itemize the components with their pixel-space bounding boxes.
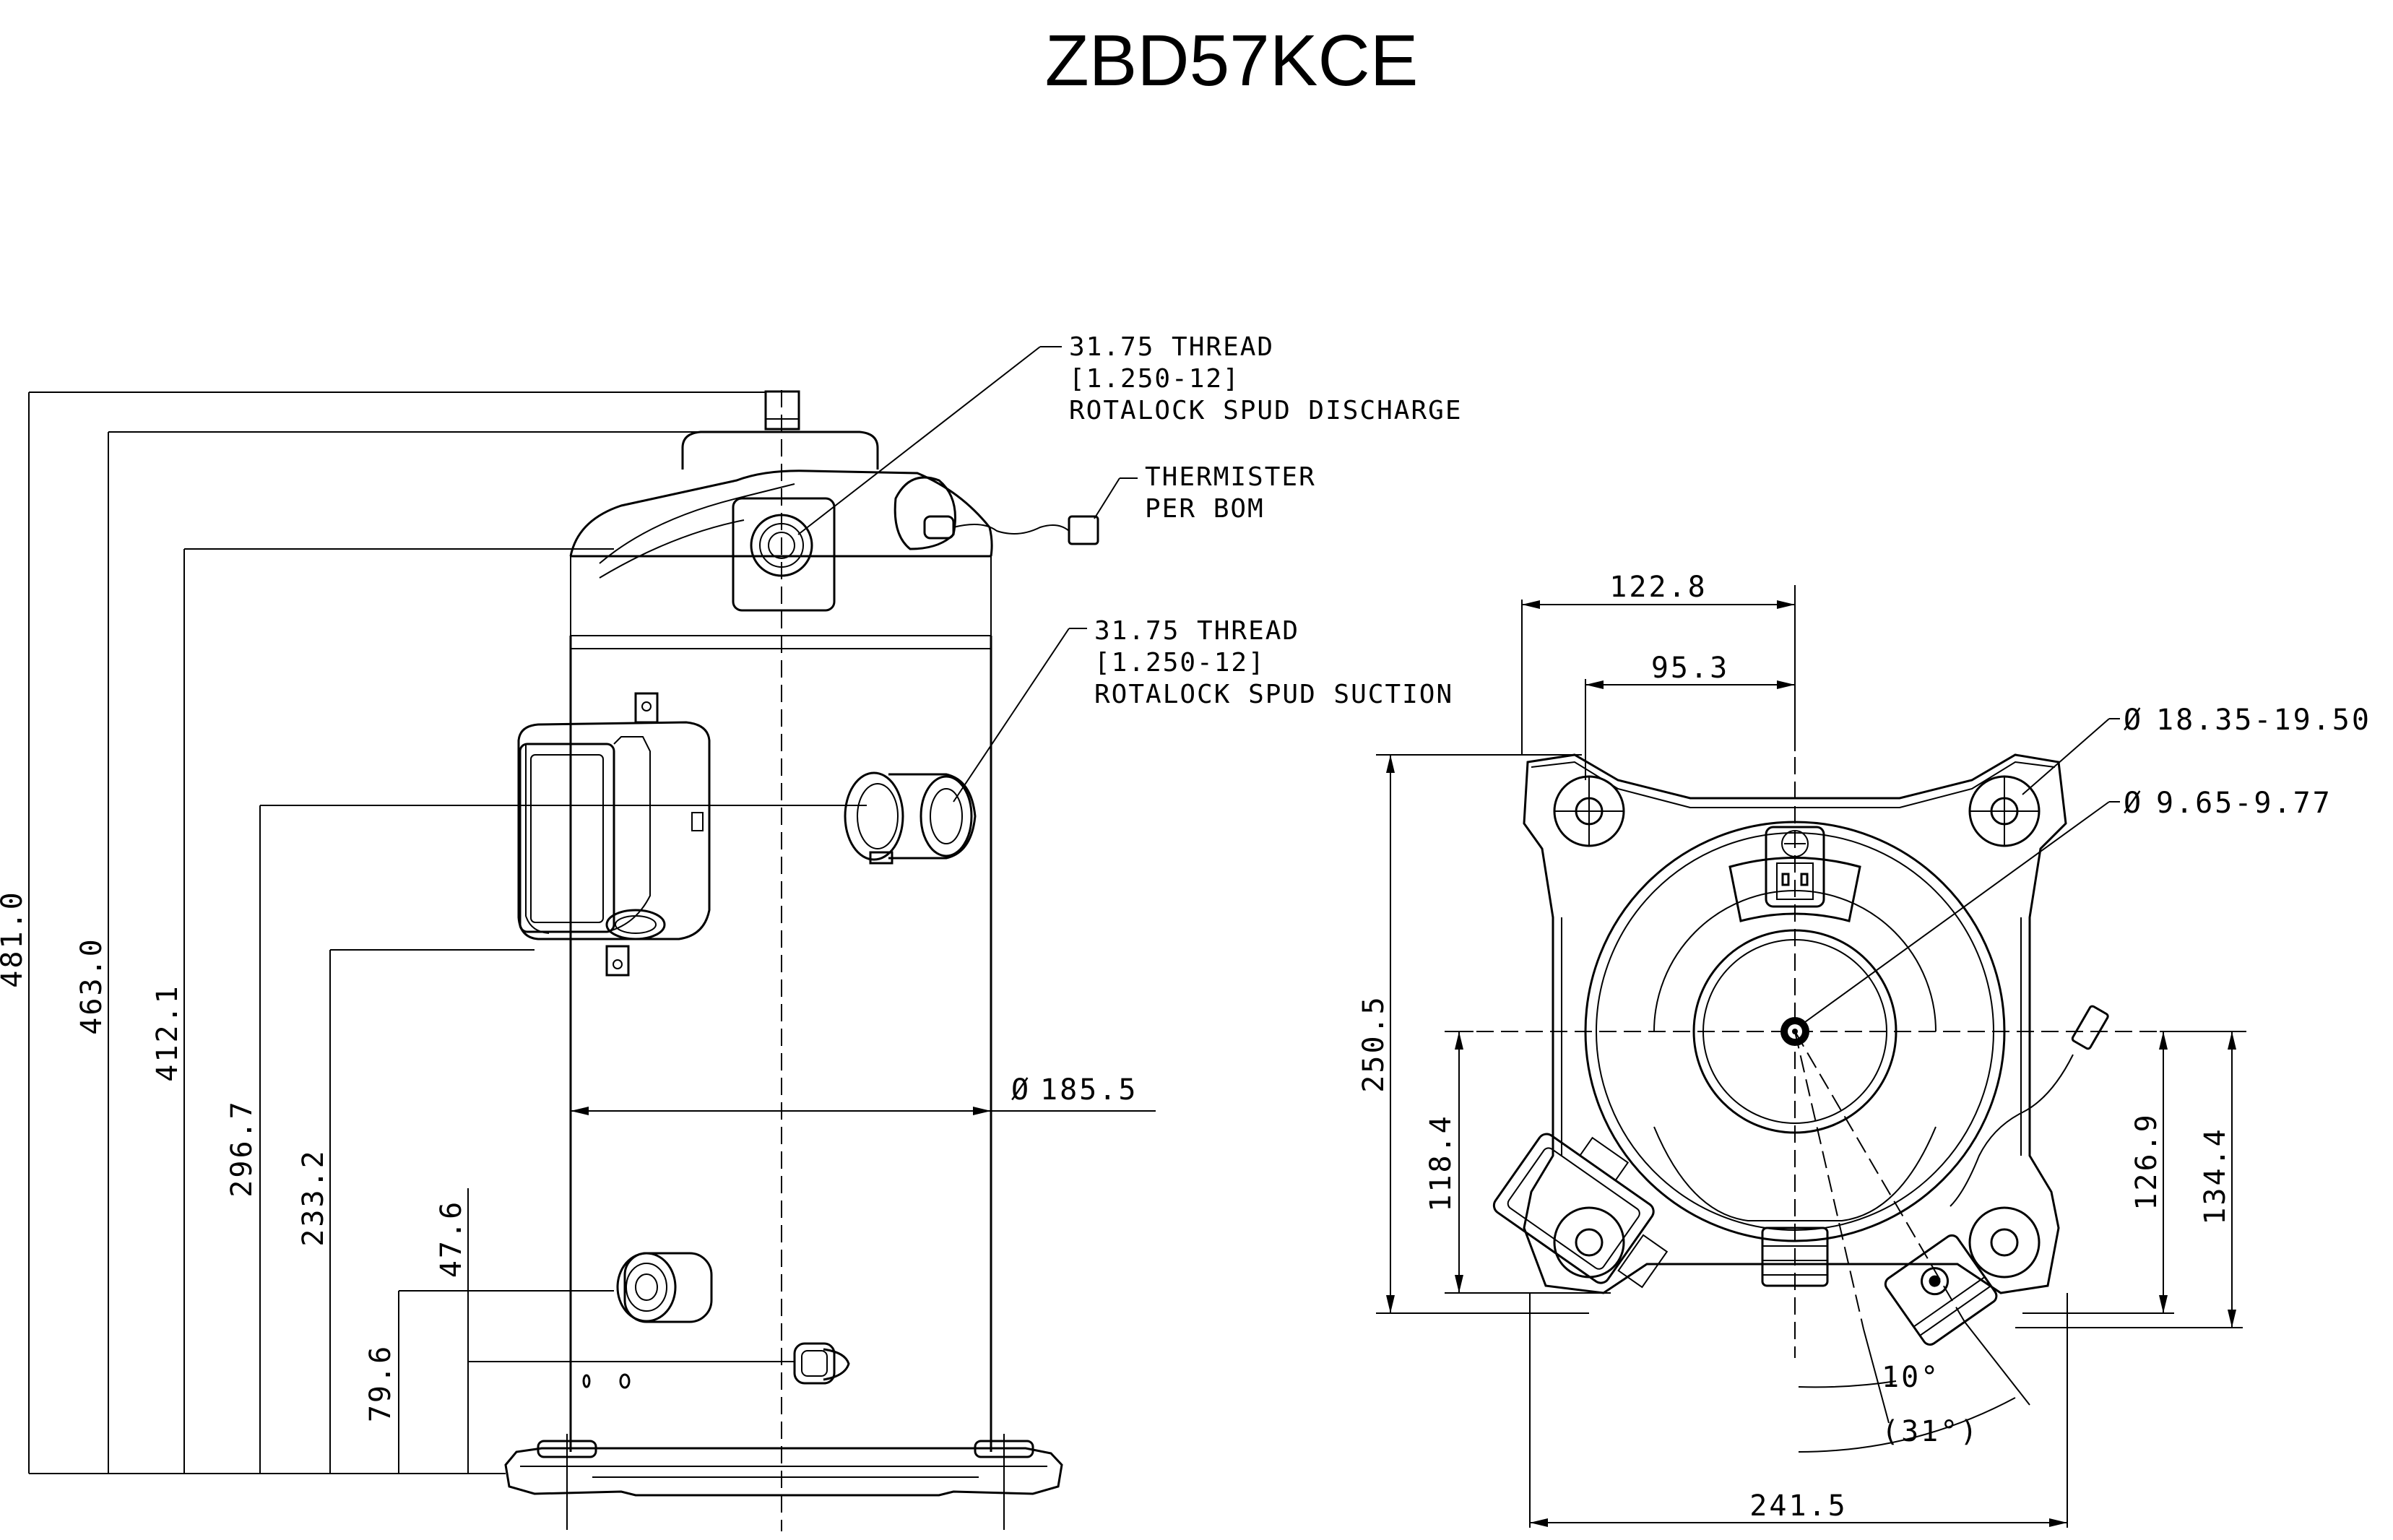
- dim-hole-small: 9.65-9.77: [2156, 787, 2332, 820]
- top-fitting: [764, 390, 800, 431]
- angle-arc-10: [1798, 1380, 1897, 1388]
- top-cap-outline: [1653, 890, 1937, 1032]
- dim-250-5: 250.5: [1357, 995, 1390, 1092]
- thermister-wire: [953, 524, 1070, 535]
- top-terminal-box: [1492, 1133, 1669, 1289]
- dim-481: 481.0: [0, 890, 29, 987]
- top-cap: [1692, 929, 1897, 1134]
- mount-hole-bl: [1553, 1206, 1625, 1279]
- shell-diameter-dimension: Ø 185.5: [571, 1073, 1156, 1115]
- discharge-port: [750, 514, 813, 577]
- fitting-dimensions: 47.6 79.6: [364, 1188, 795, 1474]
- top-left-dimensions: 250.5 118.4: [1357, 754, 1611, 1314]
- top-lower-contour: [1653, 1126, 1937, 1221]
- top-right-dimensions: 126.9 134.4: [2015, 1031, 2243, 1328]
- mount-hole-br: [1968, 1206, 2041, 1279]
- lower-fitting: [616, 1252, 713, 1323]
- top-shell-outer: [1584, 821, 2006, 1242]
- angle-10-label: 10°: [1882, 1361, 1940, 1394]
- top-view: 10° (31°) 122.8 95.3 Ø 18.35-19.50 Ø 9.6…: [1357, 571, 2371, 1528]
- top-thermister-wire: [1950, 1005, 2109, 1207]
- dim-296: 296.7: [225, 1099, 259, 1197]
- dia-symbol-hole-small: Ø: [2124, 787, 2143, 820]
- dim-412: 412.1: [151, 984, 184, 1081]
- side-view: 481.0 463.0 412.1 296.7 233.2 47.6 79.6 …: [0, 332, 1463, 1531]
- top-cap: [681, 431, 879, 470]
- dim-134-4: 134.4: [2199, 1127, 2232, 1224]
- angle-line-31: [1794, 1031, 1965, 1323]
- dim-233: 233.2: [297, 1148, 330, 1246]
- thermister-note-line-1: THERMISTER: [1145, 462, 1316, 492]
- upper-dome: [569, 470, 993, 557]
- suction-note-line-3: ROTALOCK SPUD SUCTION: [1094, 680, 1453, 709]
- drawing-title: ZBD57KCE: [1045, 20, 1419, 101]
- suction-note-line-2: [1.250-12]: [1094, 648, 1265, 678]
- top-oil-fitting: [1884, 1234, 1998, 1346]
- terminal-box: [517, 692, 711, 977]
- suction-fitting: [844, 771, 977, 865]
- discharge-note-line-3: ROTALOCK SPUD DISCHARGE: [1069, 396, 1463, 425]
- dim-79-6: 79.6: [364, 1344, 397, 1422]
- note-discharge: 31.75 THREAD [1.250-12] ROTALOCK SPUD DI…: [797, 332, 1463, 535]
- thermister-note-line-2: PER BOM: [1145, 494, 1265, 524]
- discharge-note-line-1: 31.75 THREAD: [1069, 332, 1274, 362]
- angle-arc-31: [1798, 1397, 2016, 1453]
- top-suction-fitting: [1761, 1227, 1829, 1287]
- dim-463: 463.0: [75, 937, 108, 1034]
- thermister-sensor: [923, 515, 955, 540]
- dim-126-9: 126.9: [2130, 1112, 2163, 1210]
- dim-47-6: 47.6: [435, 1200, 468, 1278]
- top-width-dimensions: 122.8 95.3: [1521, 571, 1796, 780]
- base-plate: [504, 1434, 1063, 1530]
- vent-hole-2: [619, 1373, 631, 1389]
- top-base-width-dimension: 241.5: [1529, 1293, 2068, 1528]
- note-suction: 31.75 THREAD [1.250-12] ROTALOCK SPUD SU…: [953, 616, 1453, 803]
- dim-185-5: 185.5: [1040, 1073, 1138, 1107]
- vent-hole-1: [582, 1374, 591, 1388]
- thermister-connector: [1068, 515, 1099, 545]
- dim-118-4: 118.4: [1424, 1114, 1458, 1211]
- discharge-boss: [732, 497, 836, 612]
- dim-hole-large: 18.35-19.50: [2156, 704, 2371, 737]
- dia-symbol-side: Ø: [1011, 1073, 1031, 1107]
- discharge-note-line-2: [1.250-12]: [1069, 364, 1240, 394]
- note-thermister: THERMISTER PER BOM: [1094, 462, 1316, 524]
- top-base-plate: [1523, 753, 2067, 1294]
- angle-31-label: (31°): [1882, 1415, 1979, 1448]
- upper-housing: [570, 556, 992, 636]
- dim-241-5: 241.5: [1749, 1489, 1847, 1523]
- angle-line-10: [1794, 1031, 1864, 1330]
- suction-note-line-1: 31.75 THREAD: [1094, 616, 1299, 646]
- top-thermister-boss: [1728, 826, 1861, 922]
- oil-service-valve: [793, 1342, 850, 1385]
- hole-callouts: Ø 18.35-19.50 Ø 9.65-9.77: [1799, 704, 2371, 1026]
- dia-symbol-hole-large: Ø: [2124, 704, 2143, 737]
- height-dimensions: 481.0 463.0 412.1 296.7 233.2: [0, 392, 867, 1474]
- dim-95-3: 95.3: [1651, 652, 1729, 685]
- dim-122-8: 122.8: [1609, 571, 1707, 604]
